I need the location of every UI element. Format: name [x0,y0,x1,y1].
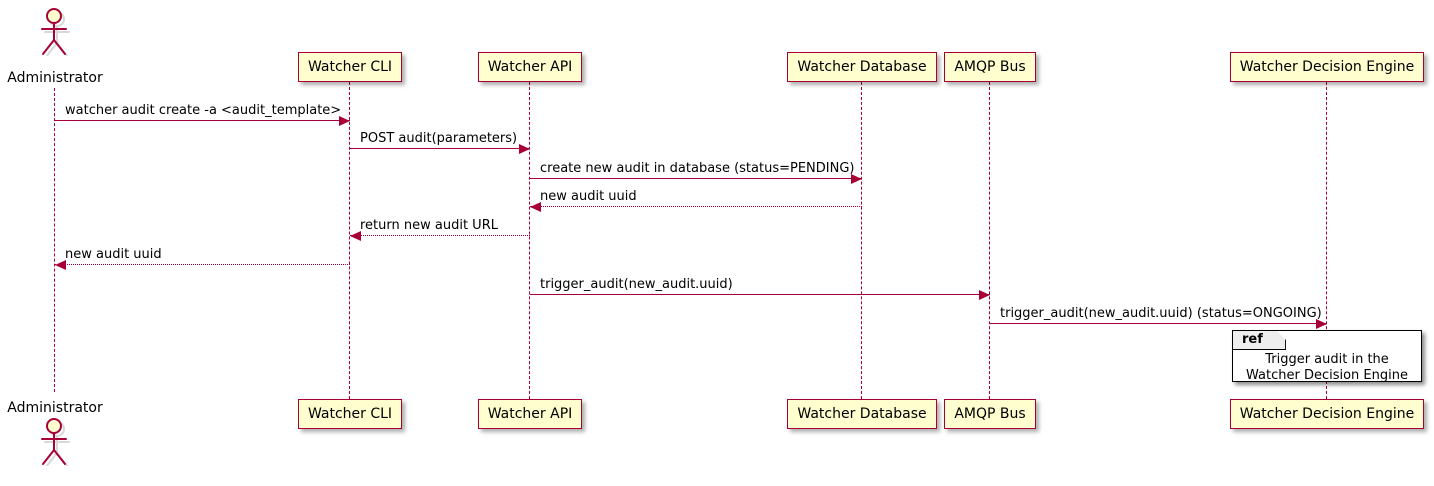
arrow-head-m6 [55,260,66,270]
message-line-m7 [530,294,990,295]
arrow-head-m7 [979,290,990,300]
arrow-head-m2 [519,144,530,154]
participant-watcher-cli-top[interactable]: Watcher CLI [297,52,403,82]
participant-watcher-api-bottom[interactable]: Watcher API [477,399,583,429]
message-line-m3 [530,178,862,179]
message-line-m8 [990,323,1327,324]
arrow-head-m1 [339,116,350,126]
participant-label: AMQP Bus [954,406,1026,422]
actor-label-administrator-bottom: Administrator [7,400,103,416]
lifeline-watcher-cli [349,82,350,399]
lifeline-amqp-bus [989,82,990,399]
message-label-m4: new audit uuid [540,189,637,204]
participant-label: Watcher Database [797,59,927,75]
lifeline-watcher-api [529,82,530,399]
message-label-m3: create new audit in database (status=PEN… [540,161,855,176]
participant-label: Watcher CLI [307,59,393,75]
lifeline-watcher-database [861,82,862,399]
participant-watcher-database-bottom[interactable]: Watcher Database [787,399,937,429]
message-line-m5 [350,235,530,236]
message-label-m7: trigger_audit(new_audit.uuid) [540,277,733,292]
participant-label: Watcher API [487,59,573,75]
arrow-head-m5 [350,231,361,241]
message-line-m1 [55,120,350,121]
participant-label: Watcher Decision Engine [1239,406,1415,422]
participant-amqp-bus-top[interactable]: AMQP Bus [944,52,1036,82]
message-label-m6: new audit uuid [65,247,162,262]
message-label-m1: watcher audit create -a <audit_template> [65,103,342,118]
participant-label: Watcher Decision Engine [1239,59,1415,75]
participant-watcher-api-top[interactable]: Watcher API [477,52,583,82]
participant-amqp-bus-bottom[interactable]: AMQP Bus [944,399,1036,429]
participant-label: Watcher Database [797,406,927,422]
message-line-m6 [55,264,350,265]
actor-label-administrator-top: Administrator [7,70,103,86]
arrow-head-m4 [530,202,541,212]
arrow-head-m3 [851,174,862,184]
participant-watcher-decision-engine-top[interactable]: Watcher Decision Engine [1229,52,1425,82]
message-label-m5: return new audit URL [360,218,498,233]
participant-watcher-database-top[interactable]: Watcher Database [787,52,937,82]
participant-watcher-cli-bottom[interactable]: Watcher CLI [297,399,403,429]
actor-administrator-bottom [32,418,88,474]
actor-administrator-top [32,8,88,64]
ref-fragment-line: Watcher Decision Engine [1246,368,1408,383]
participant-label: Watcher API [487,406,573,422]
message-label-m8: trigger_audit(new_audit.uuid) (status=ON… [1000,306,1322,321]
message-label-m2: POST audit(parameters) [360,131,518,146]
message-line-m4 [530,206,862,207]
participant-label: Watcher CLI [307,406,393,422]
lifeline-watcher-decision-engine [1326,82,1327,399]
participant-watcher-decision-engine-bottom[interactable]: Watcher Decision Engine [1229,399,1425,429]
message-line-m2 [350,148,530,149]
participant-label: AMQP Bus [954,59,1026,75]
ref-fragment-operator: ref [1233,331,1286,350]
ref-fragment-line: Trigger audit in the [1265,352,1389,367]
lifeline-administrator [54,88,55,392]
arrow-head-m8 [1316,319,1327,329]
